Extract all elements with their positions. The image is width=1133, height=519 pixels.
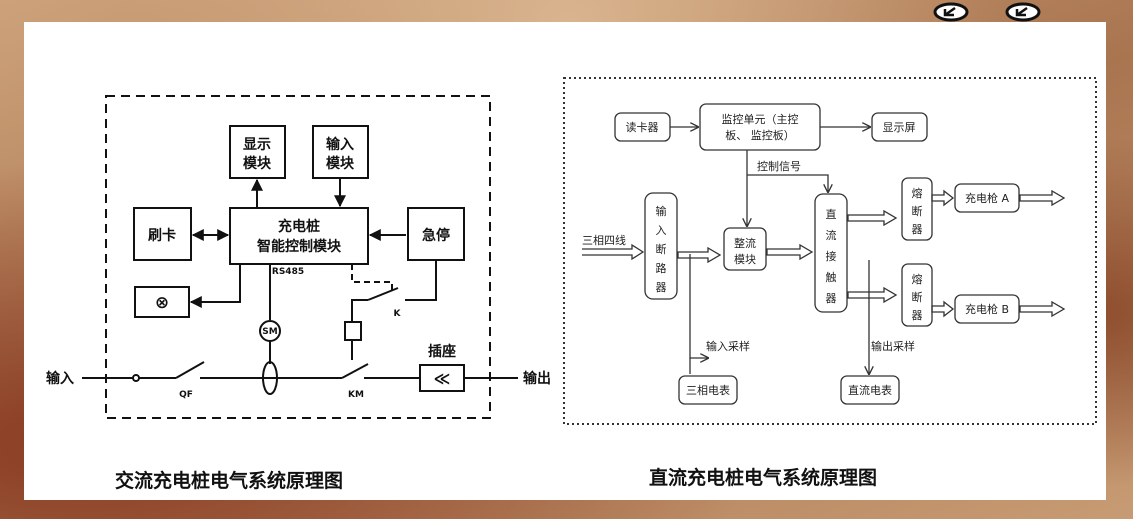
dc-control-signal-label: 控制信号 [757, 159, 801, 173]
ac-diagram-caption: 交流充电桩电气系统原理图 [115, 470, 344, 492]
ac-k-label: K [394, 309, 402, 319]
dc-outer-dotted-border [563, 77, 1097, 425]
ac-outer-dashed-border [105, 95, 491, 419]
dc-gun-a-box [954, 183, 1020, 213]
dc-output-sampling-label: 输出采样 [871, 339, 915, 353]
ac-display-label-2: 模块 [243, 155, 272, 172]
ac-sm-label: SM [262, 327, 277, 337]
dc-display-screen-label: 显示屏 [883, 121, 916, 134]
dc-dc-meter-label: 直流电表 [848, 383, 892, 397]
dc-input-sampling-label: 输入采样 [706, 339, 750, 353]
dc-dc-meter-box [840, 375, 900, 405]
dc-arrow-contactor-fuse-a [847, 209, 898, 227]
dc-arrow-rect-contactor [766, 243, 814, 261]
dc-gun-b-box [954, 294, 1020, 324]
ac-controller-label-1: 充电桩 [278, 218, 320, 235]
dc-arrow-input [582, 243, 645, 261]
dc-arrow-fuse-gun-a [931, 189, 955, 207]
dc-breaker-char-1: 输 [656, 204, 667, 218]
dc-contactor-char-1: 直 [826, 207, 837, 221]
dc-display-screen-box [871, 112, 928, 142]
ac-charging-pile-diagram: 显示 模块 输入 模块 刷卡 充电桩 智能控制模块 急停 ⊗ 插座 ≪ 输入 输… [46, 95, 551, 419]
dc-contactor-char-3: 接 [826, 250, 837, 263]
dc-monitor-label-1: 监控单元（主控 [722, 112, 799, 126]
dc-fuse-b-box [901, 263, 933, 327]
dc-breaker-char-2: 入 [656, 224, 667, 237]
ac-relay-coil [344, 321, 362, 341]
dc-arrow-gun-a-out [1019, 189, 1066, 207]
dc-card-reader-label: 读卡器 [626, 120, 659, 134]
ac-controller-label-2: 智能控制模块 [256, 238, 342, 255]
ac-lamp-icon: ⊗ [155, 293, 169, 313]
ac-rs485-label: RS485 [272, 267, 304, 277]
dc-fuse-b-char-1: 熔 [912, 272, 923, 286]
ac-socket-symbol: ≪ [434, 369, 451, 388]
ac-dashed-k-link [351, 264, 393, 292]
dc-rectifier-label-2: 模块 [734, 253, 756, 266]
dc-contactor-char-2: 流 [826, 228, 837, 242]
ac-controller-box [229, 207, 369, 265]
ac-socket-label: 插座 [428, 343, 456, 360]
dc-diagram-caption: 直流充电桩电气系统原理图 [649, 467, 878, 489]
dc-breaker-box [644, 192, 678, 300]
dc-arrow-breaker-rect [677, 246, 722, 264]
dc-three-phase-label: 三相四线 [582, 233, 626, 247]
ac-qf-label: QF [179, 390, 193, 400]
ac-card-box [133, 207, 192, 261]
slide-canvas [24, 22, 1106, 500]
dc-arrow-gun-b-out [1019, 300, 1066, 318]
dc-three-phase-meter-box [678, 375, 738, 405]
dc-arrow-contactor-fuse-b [847, 286, 898, 304]
dc-arrow-fuse-gun-b [931, 300, 955, 318]
ac-k-blade [367, 287, 399, 301]
ac-input-label: 输入 [46, 370, 74, 387]
ac-qf-blade [175, 361, 205, 379]
dc-charging-pile-diagram: 读卡器 监控单元（主控 板、 监控板） 显示屏 控制信号 三相四线 输 入 断 … [563, 77, 1097, 425]
dc-rectifier-box [723, 227, 767, 271]
ac-km-blade [341, 363, 369, 379]
top-icon-1[interactable] [932, 0, 970, 22]
dc-link-monitor-contactor [747, 174, 828, 192]
dc-fuse-a-box [901, 177, 933, 241]
dc-fuse-a-char-3: 器 [912, 223, 923, 236]
ac-input-module-label-1: 输入 [326, 136, 354, 153]
ac-lamp-box [134, 286, 190, 318]
dc-contactor-box [814, 193, 848, 313]
ac-estop-label: 急停 [422, 227, 450, 244]
dc-breaker-char-3: 断 [656, 242, 667, 256]
dc-fuse-a-char-1: 熔 [912, 186, 923, 200]
ac-km-label: KM [348, 390, 364, 400]
dc-monitor-box [699, 103, 821, 151]
dc-fuse-a-char-2: 断 [912, 204, 923, 218]
dc-rectifier-label-1: 整流 [734, 236, 756, 250]
ac-output-label: 输出 [523, 370, 551, 387]
ac-display-label-1: 显示 [243, 137, 271, 153]
dc-fuse-b-char-3: 器 [912, 309, 923, 322]
dc-contactor-char-4: 触 [826, 270, 837, 284]
dc-contactor-char-5: 器 [826, 292, 837, 305]
top-icon-2[interactable] [1004, 0, 1042, 22]
ac-display-module-box [229, 125, 286, 179]
dc-breaker-char-4: 路 [656, 262, 667, 275]
ac-link-lamp [189, 264, 241, 308]
ac-input-module-label-2: 模块 [326, 155, 355, 172]
ac-link-estop-k [405, 260, 437, 301]
dc-monitor-label-2: 板、 监控板） [725, 128, 795, 142]
dc-three-phase-meter-label: 三相电表 [686, 383, 730, 397]
dc-gun-a-label: 充电枪 A [965, 191, 1009, 205]
dc-breaker-char-5: 器 [656, 281, 667, 294]
dc-gun-b-label: 充电枪 B [965, 302, 1009, 316]
ac-input-terminal [132, 374, 140, 382]
ac-card-label: 刷卡 [148, 227, 176, 244]
ac-k-switch [351, 299, 368, 301]
dc-fuse-b-char-2: 断 [912, 290, 923, 304]
